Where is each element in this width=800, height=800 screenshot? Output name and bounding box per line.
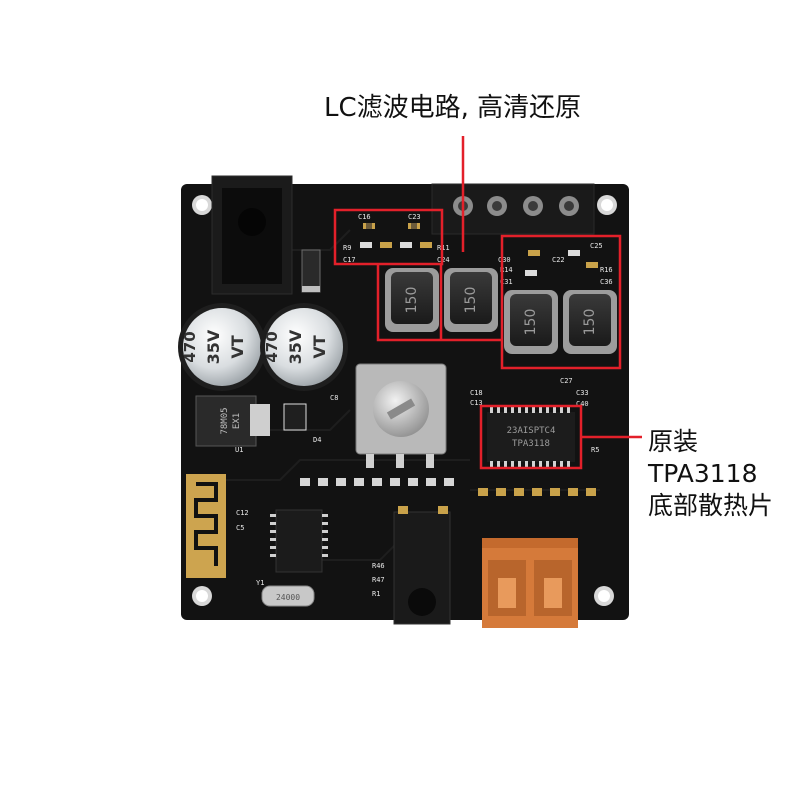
silk-r47: R47 xyxy=(372,576,385,584)
tpa3118-chip: 23AISPTC4 TPA3118 xyxy=(487,407,575,467)
silk-c13: C13 xyxy=(470,399,483,407)
chip-annotation-line-3: 底部散热片 xyxy=(648,491,774,520)
dc-power-jack xyxy=(211,175,293,295)
silk-r16: R16 xyxy=(600,266,613,274)
svg-text:150: 150 xyxy=(523,309,539,336)
electrolytic-capacitor-right: 470 35V VT xyxy=(260,303,348,391)
inductor-2: 150 xyxy=(444,268,498,332)
electrolytic-capacitor-left: 470 35V VT xyxy=(178,303,266,391)
silk-c18: C18 xyxy=(470,389,483,397)
silk-r14: R14 xyxy=(500,266,513,274)
silk-c23: C23 xyxy=(408,213,421,221)
svg-text:470: 470 xyxy=(263,331,281,362)
smd-diode xyxy=(301,249,321,293)
smd-parts-lc xyxy=(360,223,598,276)
svg-text:EX1: EX1 xyxy=(232,413,242,429)
silk-c25: C25 xyxy=(590,242,603,250)
inductor-4: 150 xyxy=(563,290,617,354)
svg-text:TPA3118: TPA3118 xyxy=(512,439,550,449)
audio-jack xyxy=(393,506,451,625)
silk-c31: C31 xyxy=(500,278,513,286)
usb-port xyxy=(482,538,578,628)
silk-c16: C16 xyxy=(358,213,371,221)
silk-c8: C8 xyxy=(330,394,338,402)
silk-c33: C33 xyxy=(576,389,589,397)
bluetooth-antenna xyxy=(186,474,226,578)
inductor-1: 150 xyxy=(385,268,439,332)
mounting-holes xyxy=(192,195,617,606)
silk-c24: C24 xyxy=(437,256,450,264)
speaker-terminal-block xyxy=(431,183,595,235)
silk-u1: U1 xyxy=(235,446,243,454)
svg-text:35V: 35V xyxy=(286,329,305,364)
svg-text:VT: VT xyxy=(228,335,247,358)
silk-r46: R46 xyxy=(372,562,385,570)
bluetooth-chip xyxy=(270,509,328,573)
chip-annotation-line-2: TPA3118 xyxy=(648,459,758,488)
resistor-row xyxy=(300,478,596,496)
svg-text:150: 150 xyxy=(582,309,598,336)
crystal-oscillator: 24000 xyxy=(261,585,315,607)
svg-text:24000: 24000 xyxy=(276,593,300,602)
callout-box-lc-top xyxy=(333,208,444,266)
svg-text:150: 150 xyxy=(463,287,479,314)
svg-text:35V: 35V xyxy=(204,329,223,364)
smd-diode-2 xyxy=(283,403,307,431)
silk-y1: Y1 xyxy=(256,579,264,587)
svg-text:150: 150 xyxy=(404,287,420,314)
svg-text:78M05: 78M05 xyxy=(220,407,230,434)
silk-c5: C5 xyxy=(236,524,244,532)
chip-annotation: 原装 TPA3118 底部散热片 xyxy=(648,426,773,522)
silk-c27: C27 xyxy=(560,377,573,385)
svg-text:470: 470 xyxy=(181,331,199,362)
svg-text:VT: VT xyxy=(310,335,329,358)
silk-r9: R9 xyxy=(343,244,351,252)
callout-lines xyxy=(333,136,642,470)
silk-c17: C17 xyxy=(343,256,356,264)
silk-r1: R1 xyxy=(372,590,380,598)
voltage-regulator: 78M05 EX1 xyxy=(195,395,270,447)
silk-c22: C22 xyxy=(552,256,565,264)
silk-r5: R5 xyxy=(591,446,599,454)
inductor-3: 150 xyxy=(504,290,558,354)
silk-c12: C12 xyxy=(236,509,249,517)
silk-r11: R11 xyxy=(437,244,450,252)
volume-potentiometer xyxy=(355,363,447,468)
silk-d4: D4 xyxy=(313,436,321,444)
callout-box-lc-area xyxy=(376,234,622,370)
silk-c40: C40 xyxy=(576,400,589,408)
silk-c36: C36 xyxy=(600,278,613,286)
silk-c30: C30 xyxy=(498,256,511,264)
chip-annotation-line-1: 原装 xyxy=(648,427,699,456)
lc-filter-annotation: LC滤波电路, 高清还原 xyxy=(324,93,582,123)
svg-text:23AISPTC4: 23AISPTC4 xyxy=(507,426,556,436)
